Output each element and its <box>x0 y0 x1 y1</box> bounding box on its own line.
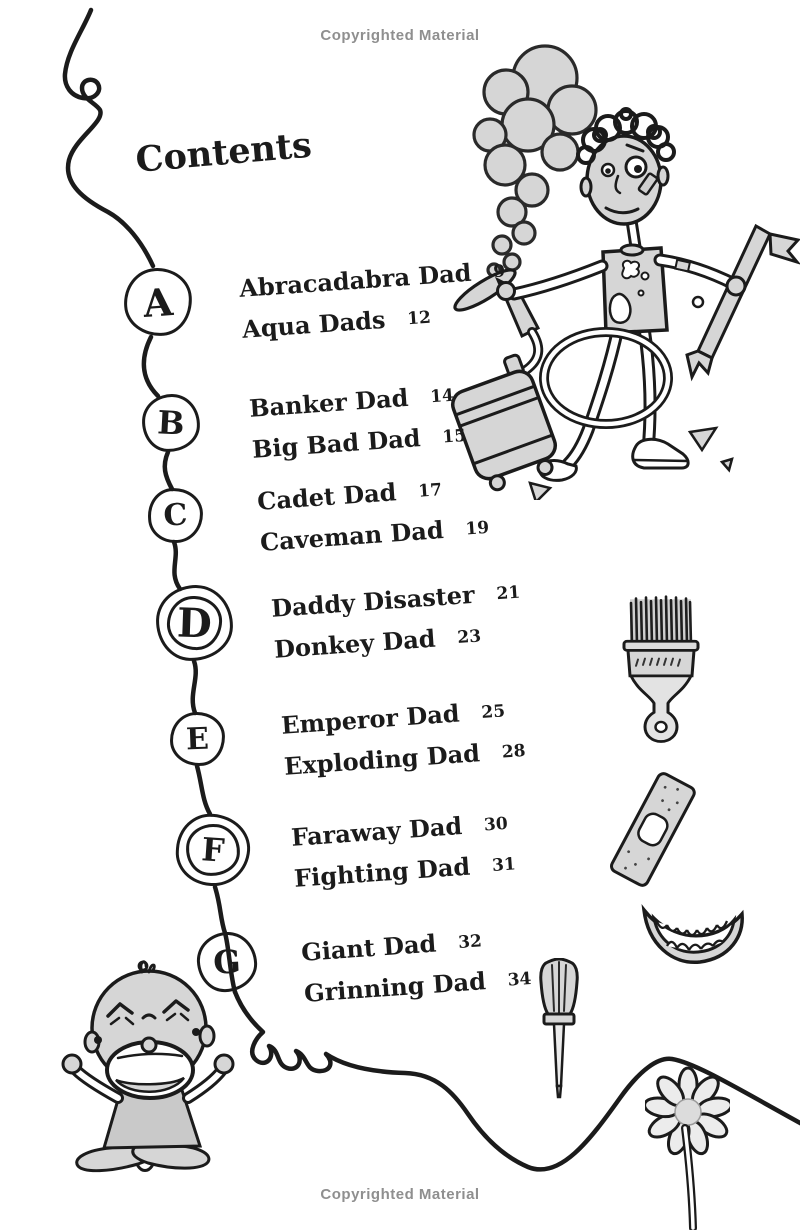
closed-eyes-icon <box>106 999 190 1026</box>
toc-item-page: 23 <box>456 626 482 649</box>
toc-item-label: Donkey Dad <box>273 623 437 664</box>
letter-a: A <box>141 278 175 326</box>
grin-illustration <box>641 903 744 964</box>
toc-item-label: Cadet Dad <box>256 477 398 516</box>
toc-item-page: 32 <box>457 931 483 953</box>
curly-hair-icon <box>576 107 676 165</box>
toc-item-page: 31 <box>491 854 517 876</box>
dad-vacuum-illustration <box>450 44 800 500</box>
toc-item-page: 21 <box>495 582 521 605</box>
toc-item-page: 12 <box>406 307 432 330</box>
toc-item-page: 15 <box>441 425 467 448</box>
toc-item-label: Grinning Dad <box>303 966 487 1008</box>
baby-topknot-icon <box>137 960 156 974</box>
copyright-notice-top: Copyrighted Material <box>320 27 480 44</box>
smoke-cloud-icon <box>472 44 598 278</box>
letter-e: E <box>185 721 210 757</box>
toc-item-label: Fighting Dad <box>293 851 472 893</box>
broken-stick-icon <box>685 223 800 382</box>
toc-item-page: 30 <box>483 813 509 836</box>
toc-item-page: 34 <box>507 968 533 991</box>
dad-torso <box>601 218 669 335</box>
toc-group-c: Cadet Dad 17 Caveman Dad 19 <box>256 467 491 565</box>
vacuum-hose-icon <box>539 327 673 429</box>
toc-group-f: Faraway Dad 30 Fighting Dad 31 <box>290 804 517 901</box>
baby-arms <box>61 1053 235 1104</box>
toc-item-label: Faraway Dad <box>290 811 464 852</box>
crying-mouth-icon <box>105 1036 195 1100</box>
debris-icon <box>528 295 734 500</box>
baby-head <box>83 960 216 1100</box>
paintbrush-illustration <box>622 595 700 743</box>
toc-item-page: 17 <box>417 480 443 502</box>
toc-item-label: Aqua Dads <box>241 304 387 344</box>
letter-b: B <box>156 403 186 443</box>
toc-item-page: 9 <box>492 261 506 283</box>
toc-item-label: Giant Dad <box>300 928 438 967</box>
letter-d: D <box>176 598 213 648</box>
toc-item-page: 28 <box>501 741 527 763</box>
flower-illustration <box>645 1066 730 1230</box>
toc-item-label: Emperor Dad <box>280 698 461 740</box>
toc-item-page: 14 <box>429 385 455 408</box>
bandage-illustration <box>610 772 696 887</box>
toc-group-g: Giant Dad 32 Grinning Dad 34 <box>300 918 533 1016</box>
toc-item-page: 25 <box>480 701 506 723</box>
copyright-notice-bottom: Copyrighted Material <box>320 1186 480 1203</box>
toc-item-page: 19 <box>464 517 490 540</box>
screwdriver-illustration <box>539 958 579 1099</box>
letter-circle-f-inner: F <box>184 822 242 878</box>
letter-f: F <box>200 830 226 870</box>
toc-item-label: Banker Dad <box>248 382 410 423</box>
letter-circle-d-inner: D <box>165 594 224 652</box>
toc-group-b: Banker Dad 14 Big Bad Dad 15 <box>248 375 468 472</box>
toc-item-label: Big Bad Dad <box>251 423 422 464</box>
toc-item-label: Caveman Dad <box>259 515 445 557</box>
crying-baby-illustration <box>61 960 235 1173</box>
cheek-bandage-icon <box>637 172 659 196</box>
vacuum-canister-icon <box>450 353 558 492</box>
letter-c: C <box>162 497 189 534</box>
dad-head <box>576 107 676 226</box>
